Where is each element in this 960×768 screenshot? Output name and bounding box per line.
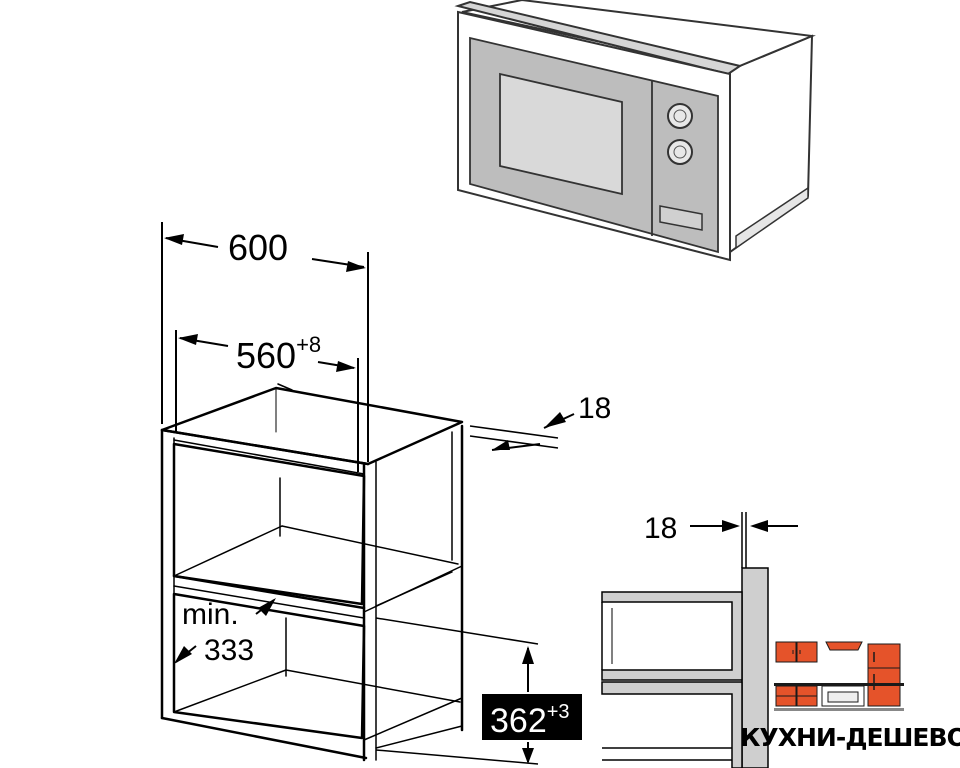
dim-min-depth: 333: [204, 634, 254, 667]
dim-panel-thickness-top: 18: [578, 392, 611, 425]
dim-niche-height: 362+3: [490, 701, 570, 740]
watermark-logo: КУХНИ-ДЕШЕВО.РФ: [740, 641, 960, 752]
dim-overall-width: 600: [228, 227, 288, 268]
kitchen-icon: [774, 641, 904, 711]
dim-inner-width: 560+8: [236, 332, 321, 376]
dimension-lines: [161, 222, 575, 765]
dim-niche-height-tolerance: +3: [547, 701, 570, 723]
dim-min-label: min.: [182, 598, 239, 631]
dim-panel-thickness-side: 18: [644, 512, 677, 545]
dim-niche-height-value: 362: [490, 702, 547, 740]
dim-inner-width-tolerance: +8: [296, 332, 321, 357]
dim-inner-width-value: 560: [236, 335, 296, 376]
watermark-text: КУХНИ-ДЕШЕВО.РФ: [740, 723, 960, 752]
cabinet-drawing: [160, 383, 464, 762]
side-section-view: [601, 512, 798, 768]
microwave-illustration: [454, 0, 816, 262]
dim-niche-height-box: 362+3: [482, 694, 582, 740]
